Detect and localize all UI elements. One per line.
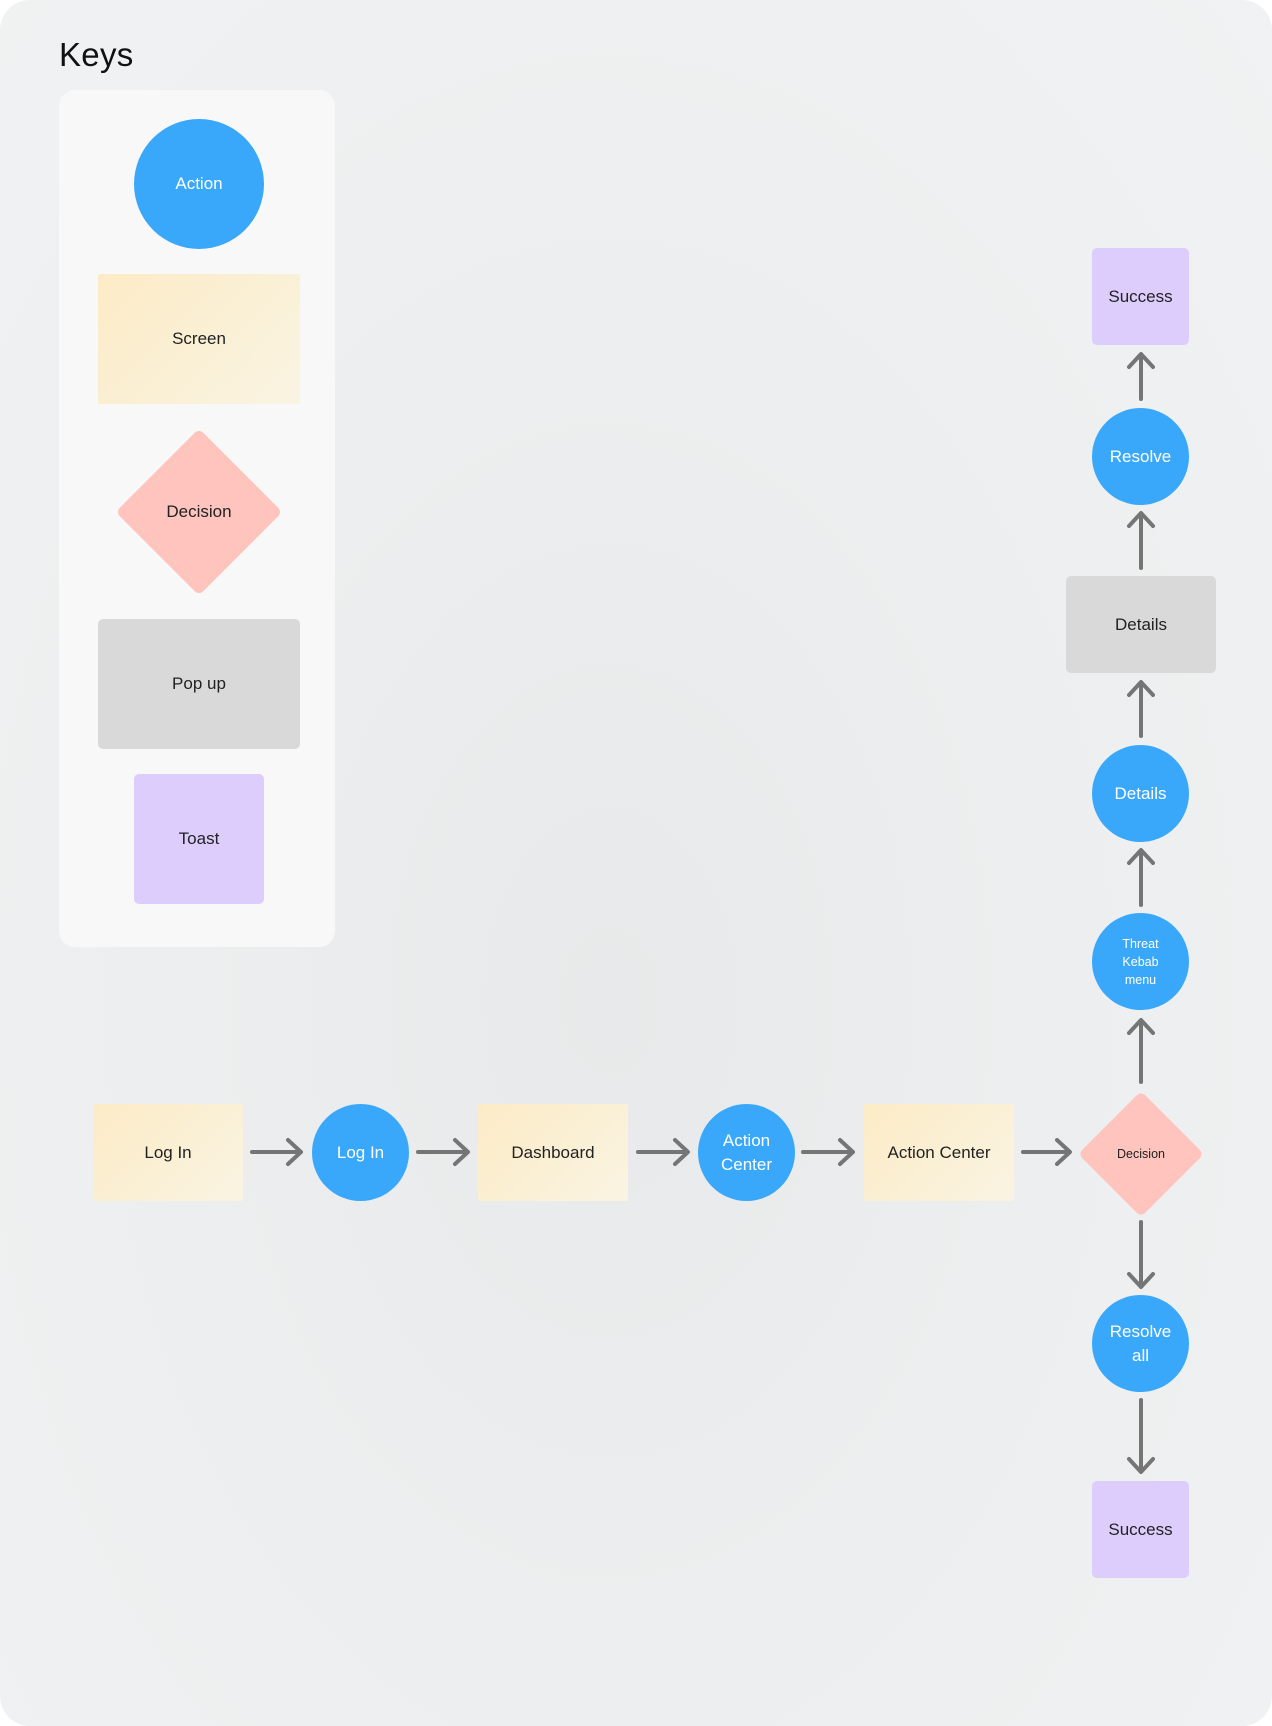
arrow-details-to-popup bbox=[1127, 680, 1155, 738]
key-decision-diamond: Decision bbox=[115, 428, 283, 596]
arrow-popup-to-resolve bbox=[1127, 511, 1155, 570]
login-screen-label: Log In bbox=[144, 1142, 192, 1162]
action-center-action-label: Action Center bbox=[720, 1130, 773, 1174]
arrow-screen-to-decision bbox=[1021, 1138, 1072, 1166]
arrow-login-action-to-dashboard bbox=[416, 1138, 470, 1166]
key-toast-rect: Toast bbox=[134, 774, 264, 904]
decision-label: Decision bbox=[1117, 1147, 1165, 1161]
action-center-screen-label: Action Center bbox=[887, 1142, 991, 1162]
arrow-action-center-to-screen bbox=[801, 1138, 855, 1166]
key-action-circle: Action bbox=[134, 119, 264, 249]
success-top-node: Success bbox=[1092, 248, 1189, 345]
key-screen-label: Screen bbox=[172, 329, 226, 348]
success-top-label: Success bbox=[1108, 286, 1173, 306]
details-action-node: Details bbox=[1092, 745, 1189, 842]
dashboard-label: Dashboard bbox=[511, 1142, 595, 1162]
arrow-resolve-to-success bbox=[1127, 352, 1155, 401]
action-center-action-node: Action Center bbox=[698, 1104, 795, 1201]
details-action-label: Details bbox=[1114, 783, 1167, 803]
keys-title: Keys bbox=[59, 36, 134, 73]
key-popup-label: Pop up bbox=[172, 674, 226, 693]
resolve-all-node: Resolve all bbox=[1092, 1295, 1189, 1392]
key-popup-rect: Pop up bbox=[98, 619, 300, 749]
success-bottom-node: Success bbox=[1092, 1481, 1189, 1578]
key-decision-label: Decision bbox=[166, 502, 232, 521]
resolve-label: Resolve bbox=[1109, 446, 1172, 466]
dashboard-screen-node: Dashboard bbox=[478, 1104, 628, 1201]
login-action-node: Log In bbox=[312, 1104, 409, 1201]
decision-node: Decision bbox=[1077, 1090, 1205, 1218]
arrow-threat-menu-to-details bbox=[1127, 848, 1155, 907]
arrow-resolve-all-to-success bbox=[1127, 1398, 1155, 1474]
action-center-screen-node: Action Center bbox=[864, 1104, 1014, 1201]
resolve-action-node: Resolve bbox=[1092, 408, 1189, 505]
threat-kebab-menu-node: Threat Kebab menu bbox=[1092, 913, 1189, 1010]
success-bottom-label: Success bbox=[1108, 1519, 1173, 1539]
arrow-dashboard-to-action-center bbox=[636, 1138, 690, 1166]
login-action-label: Log In bbox=[336, 1142, 385, 1162]
key-action-label: Action bbox=[175, 174, 223, 193]
resolve-all-label: Resolve all bbox=[1109, 1321, 1172, 1365]
arrow-decision-to-resolve-all bbox=[1127, 1220, 1155, 1289]
login-screen-node: Log In bbox=[93, 1104, 243, 1201]
key-toast-label: Toast bbox=[178, 829, 220, 848]
details-popup-node: Details bbox=[1066, 576, 1216, 673]
arrow-login-to-login-action bbox=[250, 1138, 303, 1166]
threat-kebab-menu-label: Threat Kebab menu bbox=[1122, 936, 1159, 987]
key-screen-rect: Screen bbox=[98, 274, 300, 404]
arrow-decision-to-threat-menu bbox=[1127, 1018, 1155, 1084]
details-popup-label: Details bbox=[1115, 614, 1167, 634]
